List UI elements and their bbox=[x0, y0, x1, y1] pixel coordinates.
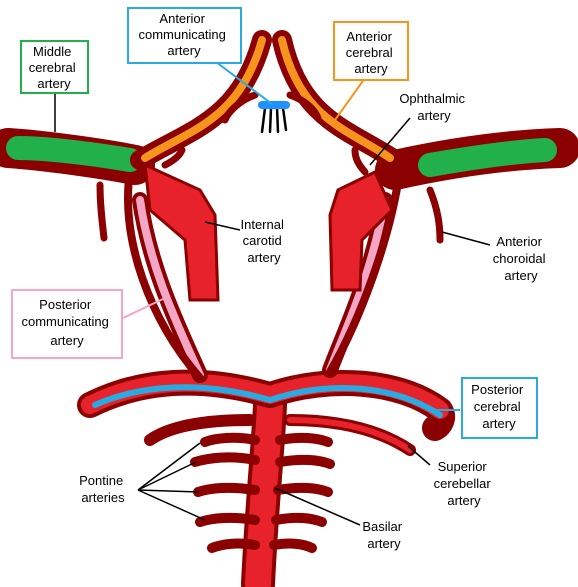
labels: Middle cerebral artery Anterior communic… bbox=[21, 11, 549, 551]
leader-pontine-2 bbox=[137, 461, 197, 491]
leader-anterior-choroidal bbox=[441, 231, 491, 246]
label-internal-carotid: Internal carotid artery bbox=[241, 217, 288, 265]
label-ophthalmic: Ophthalmic artery bbox=[399, 91, 468, 123]
box-anterior-communicating bbox=[127, 7, 242, 64]
leader-internal-carotid bbox=[204, 221, 241, 231]
vessels bbox=[0, 30, 578, 587]
leader-pontine-1 bbox=[137, 442, 201, 491]
leader-superior-cerebellar bbox=[407, 445, 431, 466]
label-boxes bbox=[11, 7, 538, 439]
anterior-cerebral-artery-left bbox=[141, 36, 266, 162]
box-anterior-cerebral bbox=[333, 21, 409, 81]
label-middle-cerebral: Middle cerebral artery bbox=[29, 44, 80, 91]
internal-carotid-artery-right bbox=[328, 169, 394, 292]
label-posterior-cerebral: Posterior cerebral artery bbox=[471, 382, 527, 431]
leader-anterior-cerebral bbox=[334, 77, 366, 121]
internal-carotid-artery-left bbox=[143, 162, 220, 302]
ophthalmic-artery-right bbox=[351, 146, 369, 176]
label-basilar: Basilar artery bbox=[362, 519, 405, 551]
box-posterior-cerebral bbox=[461, 377, 538, 439]
ophthalmic-artery-left bbox=[161, 146, 186, 169]
pontine-arteries bbox=[190, 432, 335, 553]
anterior-choroidal-artery bbox=[426, 186, 444, 244]
leader-lines bbox=[54, 61, 491, 526]
label-posterior-communicating: Posterior communicating artery bbox=[21, 297, 112, 348]
label-anterior-choroidal: Anterior choroidal artery bbox=[493, 234, 549, 283]
label-pontine: Pontine arteries bbox=[79, 473, 127, 505]
leader-posterior-communicating bbox=[122, 297, 166, 319]
anterior-cerebral-artery-right bbox=[278, 36, 394, 162]
leader-pontine-3 bbox=[137, 489, 200, 493]
label-superior-cerebellar: Superior cerebellar artery bbox=[434, 459, 495, 508]
leader-anterior-communicating bbox=[215, 61, 273, 105]
leader-pontine-4 bbox=[137, 489, 206, 521]
box-posterior-communicating bbox=[11, 289, 123, 359]
posterior-cerebral-highlight bbox=[92, 384, 443, 418]
label-anterior-cerebral: Anterior cerebral artery bbox=[346, 29, 397, 76]
posterior-communicating-artery-left bbox=[136, 196, 204, 379]
box-middle-cerebral bbox=[20, 40, 89, 94]
internal-carotid-arteries bbox=[143, 162, 394, 302]
leader-basilar bbox=[274, 487, 361, 526]
label-anterior-communicating: Anterior communicating artery bbox=[138, 11, 229, 58]
leader-ophthalmic bbox=[369, 117, 411, 166]
